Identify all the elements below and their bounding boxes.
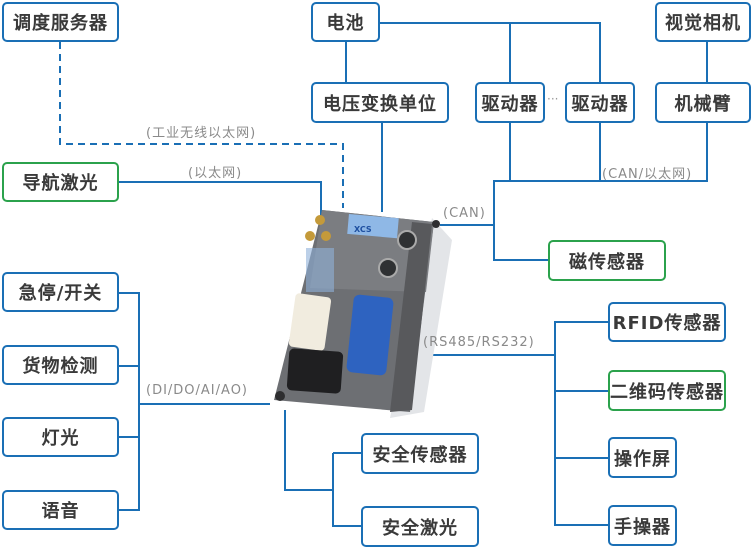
label-rs485-rs232: (RS485/RS232) [423, 335, 535, 350]
wire-dio [118, 292, 270, 511]
wire-battery-drivers [380, 22, 601, 83]
wire-dispatch-server [59, 42, 344, 208]
label-wireless-ethernet: (工业无线以太网) [146, 126, 257, 141]
node-estop-switch[interactable]: 急停/开关 [2, 272, 119, 312]
drivers-ellipsis: ··· [547, 92, 559, 106]
label-can-ethernet: (CAN/以太网) [602, 167, 693, 182]
wire-rs485 [410, 321, 608, 526]
node-magnetic-sensor[interactable]: 磁传感器 [548, 240, 666, 281]
node-driver-2[interactable]: 驱动器 [565, 82, 635, 123]
node-lights[interactable]: 灯光 [2, 417, 119, 457]
wire-can-bus [440, 123, 708, 226]
label-can: (CAN) [443, 206, 486, 221]
label-ethernet: (以太网) [188, 166, 243, 181]
node-voice[interactable]: 语音 [2, 490, 119, 530]
node-rfid-sensor[interactable]: RFID传感器 [608, 302, 726, 342]
node-nav-laser[interactable]: 导航激光 [2, 162, 119, 202]
node-cargo-detect[interactable]: 货物检测 [2, 345, 119, 385]
label-dio: (DI/DO/AI/AO) [146, 383, 248, 398]
controller-device-image: XCS [274, 210, 452, 418]
node-safety-sensor[interactable]: 安全传感器 [361, 433, 479, 474]
device-logo: XCS [354, 225, 372, 234]
node-driver-1[interactable]: 驱动器 [475, 82, 545, 123]
node-voltage-converter[interactable]: 电压变换单位 [311, 82, 449, 123]
node-operator-screen[interactable]: 操作屏 [608, 437, 677, 478]
wire-magnetic-sensor [493, 225, 548, 261]
node-safety-laser[interactable]: 安全激光 [361, 506, 479, 547]
node-dispatch-server[interactable]: 调度服务器 [2, 2, 119, 42]
node-handheld[interactable]: 手操器 [608, 505, 677, 546]
node-qr-sensor[interactable]: 二维码传感器 [608, 370, 726, 411]
node-vision-camera[interactable]: 视觉相机 [655, 2, 751, 42]
wire-nav-laser [118, 181, 322, 225]
wire-safety [284, 410, 362, 527]
node-robot-arm[interactable]: 机械臂 [655, 82, 751, 123]
node-battery[interactable]: 电池 [311, 2, 380, 42]
